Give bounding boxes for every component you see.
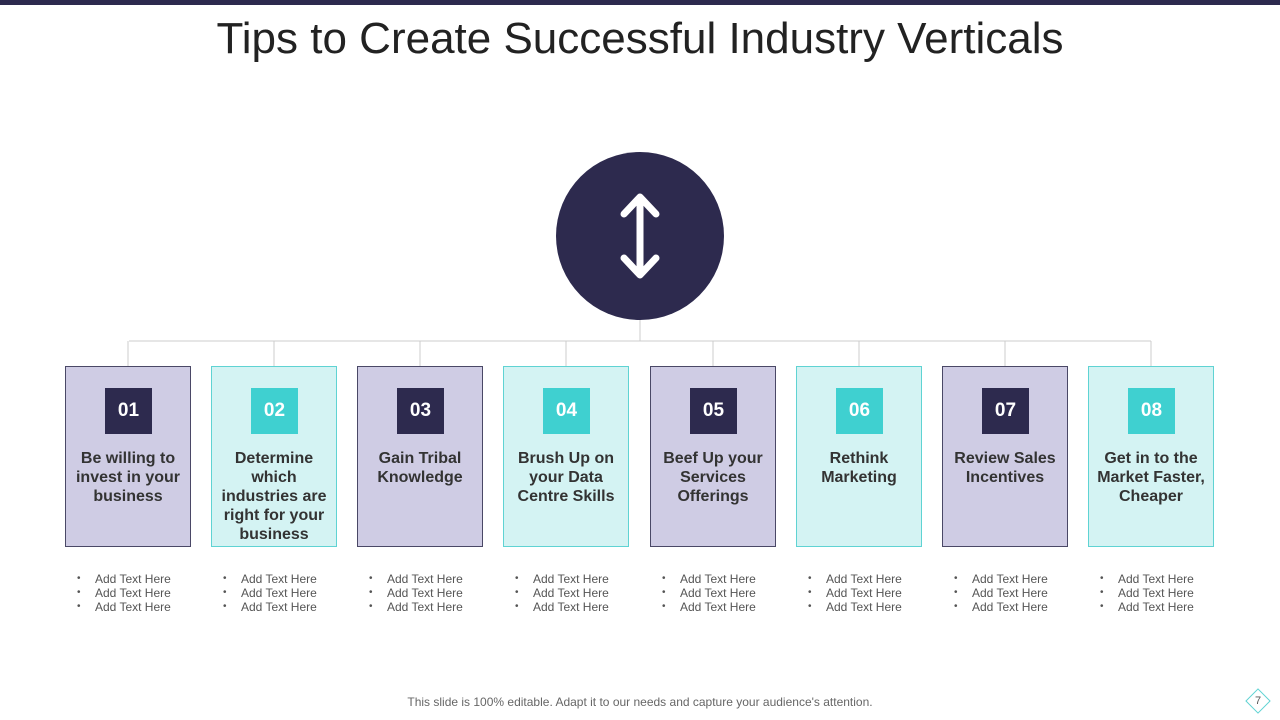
tip-label-box: Get in to the Market Faster, Cheaper (1093, 449, 1209, 541)
tip-label-box: Be willing to invest in your business (70, 449, 186, 541)
bullet-item: Add Text Here (942, 572, 1068, 586)
tip-bullet-list-07: Add Text HereAdd Text HereAdd Text Here (942, 572, 1068, 614)
bullet-item: Add Text Here (503, 572, 629, 586)
bullet-item: Add Text Here (65, 572, 191, 586)
bullet-item: Add Text Here (211, 572, 337, 586)
bullet-item: Add Text Here (1088, 572, 1214, 586)
bullet-item: Add Text Here (942, 600, 1068, 614)
bullet-item: Add Text Here (503, 600, 629, 614)
tip-label-box: Review Sales Incentives (947, 449, 1063, 541)
tip-number-badge: 08 (1128, 388, 1175, 434)
page-number-badge: 7 (1245, 688, 1271, 714)
tip-label-box: Gain Tribal Knowledge (362, 449, 478, 541)
hub-circle (556, 152, 724, 320)
tip-number-badge: 02 (251, 388, 298, 434)
bullet-item: Add Text Here (796, 572, 922, 586)
tip-label-box: Beef Up your Services Offerings (655, 449, 771, 541)
bullet-item: Add Text Here (650, 572, 776, 586)
tip-number-badge: 06 (836, 388, 883, 434)
tip-number-badge: 05 (690, 388, 737, 434)
tip-number-badge: 01 (105, 388, 152, 434)
bullet-item: Add Text Here (211, 600, 337, 614)
tip-bullet-list-04: Add Text HereAdd Text HereAdd Text Here (503, 572, 629, 614)
slide-title: Tips to Create Successful Industry Verti… (216, 14, 1064, 63)
bullet-item: Add Text Here (1088, 586, 1214, 600)
tip-label-box: Rethink Marketing (801, 449, 917, 541)
bullet-item: Add Text Here (1088, 600, 1214, 614)
bullet-item: Add Text Here (650, 600, 776, 614)
bullet-item: Add Text Here (942, 586, 1068, 600)
tip-label: Gain Tribal Knowledge (377, 450, 463, 486)
bullet-item: Add Text Here (357, 586, 483, 600)
bullet-item: Add Text Here (65, 586, 191, 600)
bullet-item: Add Text Here (65, 600, 191, 614)
tip-label-box: Brush Up on your Data Centre Skills (508, 449, 624, 541)
tip-number-badge: 04 (543, 388, 590, 434)
tip-bullet-list-06: Add Text HereAdd Text HereAdd Text Here (796, 572, 922, 614)
tip-card-01: 01 Be willing to invest in your business (65, 366, 191, 547)
bullet-item: Add Text Here (796, 586, 922, 600)
tip-label: Brush Up on your Data Centre Skills (517, 450, 615, 505)
page-number: 7 (1254, 695, 1262, 707)
tip-label: Review Sales Incentives (954, 450, 1056, 486)
tip-bullet-list-05: Add Text HereAdd Text HereAdd Text Here (650, 572, 776, 614)
bullet-item: Add Text Here (357, 600, 483, 614)
bullet-item: Add Text Here (211, 586, 337, 600)
tip-label-box: Determine which industries are right for… (216, 449, 332, 543)
tip-bullet-list-08: Add Text HereAdd Text HereAdd Text Here (1088, 572, 1214, 614)
tip-number-badge: 03 (397, 388, 444, 434)
bullet-item: Add Text Here (650, 586, 776, 600)
footer-note: This slide is 100% editable. Adapt it to… (407, 695, 873, 709)
vertical-double-arrow-icon (620, 193, 660, 279)
tip-label: Get in to the Market Faster, Cheaper (1097, 450, 1205, 505)
tip-bullet-list-03: Add Text HereAdd Text HereAdd Text Here (357, 572, 483, 614)
tip-bullet-list-01: Add Text HereAdd Text HereAdd Text Here (65, 572, 191, 614)
tip-label: Determine which industries are right for… (221, 450, 327, 543)
bullet-item: Add Text Here (796, 600, 922, 614)
tip-label: Be willing to invest in your business (75, 450, 181, 505)
bullet-item: Add Text Here (503, 586, 629, 600)
tip-label: Rethink Marketing (821, 450, 897, 486)
bullet-item: Add Text Here (357, 572, 483, 586)
tip-label: Beef Up your Services Offerings (663, 450, 763, 505)
top-accent-bar (0, 0, 1280, 5)
tip-number-badge: 07 (982, 388, 1029, 434)
tip-bullet-list-02: Add Text HereAdd Text HereAdd Text Here (211, 572, 337, 614)
